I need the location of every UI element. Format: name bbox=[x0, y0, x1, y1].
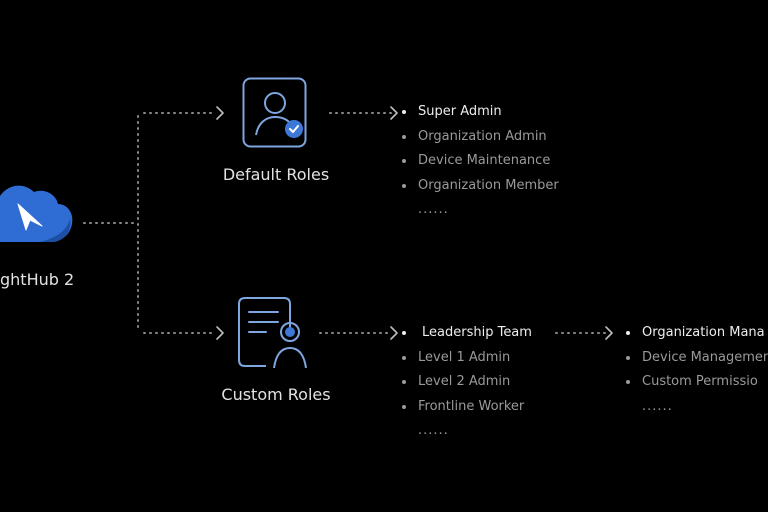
list-item: Organization Mana bbox=[626, 321, 768, 346]
cloud-cursor-icon bbox=[0, 185, 73, 242]
list-item: Organization Member bbox=[402, 174, 559, 199]
list-item: Custom Permissio bbox=[626, 370, 768, 395]
default-roles-label: Default Roles bbox=[222, 165, 330, 184]
list-item: Frontline Worker bbox=[402, 395, 532, 420]
custom-roles-list: Leadership Team Level 1 Admin Level 2 Ad… bbox=[402, 321, 532, 444]
list-item: Device Maintenance bbox=[402, 149, 559, 174]
custom-roles-label: Custom Roles bbox=[221, 385, 331, 404]
list-more: ...... bbox=[418, 423, 449, 438]
leadership-permissions-list: Organization Mana Device Managemen Custo… bbox=[626, 321, 768, 419]
user-check-icon bbox=[242, 77, 307, 148]
document-user-icon bbox=[238, 297, 307, 369]
chevron-right-icon bbox=[216, 106, 224, 120]
chevron-right-icon bbox=[390, 326, 398, 340]
chevron-right-icon bbox=[216, 326, 224, 340]
list-item: Level 1 Admin bbox=[402, 346, 532, 371]
list-item: Super Admin bbox=[402, 100, 559, 125]
chevron-right-icon bbox=[605, 326, 613, 340]
list-item: Level 2 Admin bbox=[402, 370, 532, 395]
list-item: Device Managemen bbox=[626, 346, 768, 371]
chevron-right-icon bbox=[390, 106, 398, 120]
list-item: Organization Admin bbox=[402, 125, 559, 150]
default-roles-list: Super Admin Organization Admin Device Ma… bbox=[402, 100, 559, 223]
list-more: ...... bbox=[642, 398, 673, 414]
list-more: ...... bbox=[418, 202, 449, 217]
hub-label: ghtHub 2 bbox=[0, 270, 75, 289]
list-item: Leadership Team bbox=[402, 321, 532, 346]
